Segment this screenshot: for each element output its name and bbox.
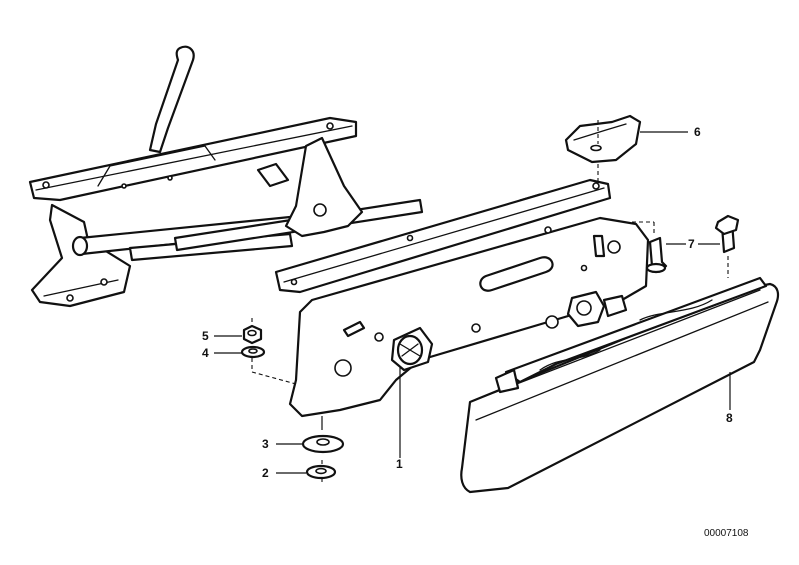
right-rail — [274, 178, 612, 294]
leader-lines — [214, 120, 731, 482]
seat-frame — [28, 45, 650, 418]
callout-labels: 1 2 3 4 5 6 7 8 00007108 — [202, 125, 749, 539]
part-1-adjuster-knob — [390, 326, 434, 372]
part-5-hex-nut — [242, 324, 263, 345]
part-4-washer — [240, 345, 266, 359]
part-7-bolts — [645, 214, 740, 274]
adjustment-lever — [148, 45, 195, 154]
callout-7: 7 — [688, 237, 695, 251]
part-3-large-washer — [301, 434, 345, 454]
hinge-link — [284, 136, 364, 238]
callout-2: 2 — [262, 466, 269, 480]
part-8-trim-cover — [460, 276, 780, 494]
callout-1: 1 — [396, 457, 403, 471]
callout-6: 6 — [694, 125, 701, 139]
callout-8: 8 — [726, 411, 733, 425]
callout-4: 4 — [202, 346, 209, 360]
part-2-spring-washer — [305, 464, 337, 480]
left-rail — [28, 116, 358, 202]
callout-3: 3 — [262, 437, 269, 451]
part-6-bracket — [564, 114, 642, 164]
callout-5: 5 — [202, 329, 209, 343]
document-number: 00007108 — [704, 528, 749, 539]
